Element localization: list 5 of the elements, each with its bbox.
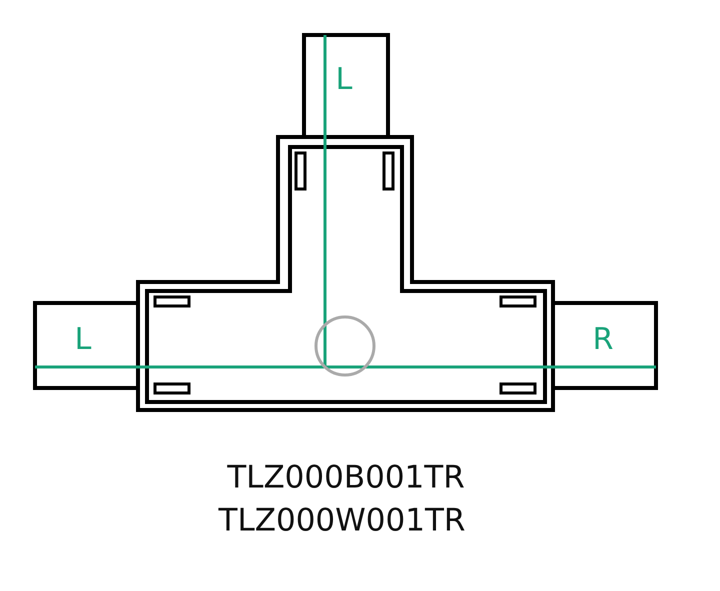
port-label: L bbox=[336, 65, 352, 95]
part-number: TLZ000W001TR bbox=[218, 506, 466, 536]
port-label: R bbox=[592, 325, 614, 355]
part-number: TLZ000B001TR bbox=[227, 462, 465, 494]
port-label: L bbox=[74, 325, 92, 355]
